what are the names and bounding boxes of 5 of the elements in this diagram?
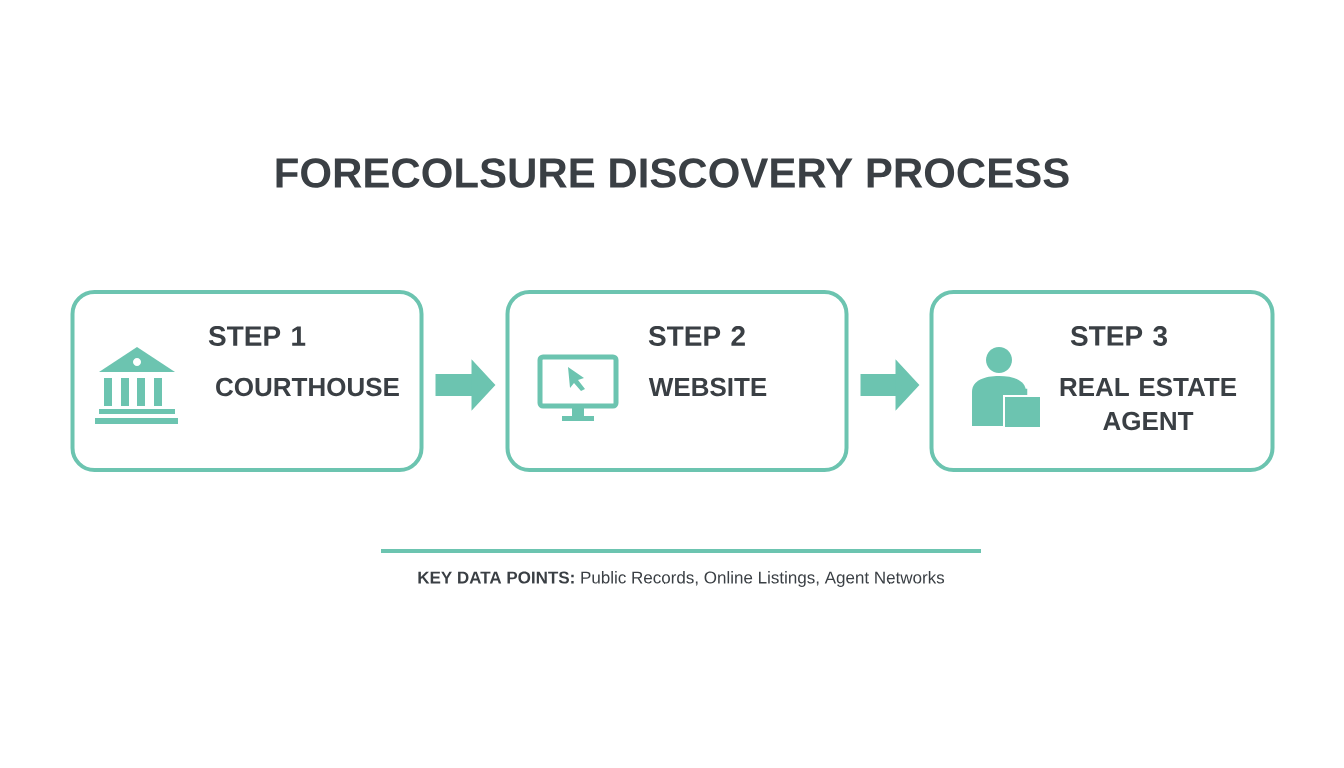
process-box: STEP 2 WEBSITE <box>505 290 849 472</box>
title: FORECOLSURE DISCOVERY PROCESS <box>276 158 1069 188</box>
note: KEY DATA POINTS: Public Records, Online Listings, Agent Networks <box>418 571 945 587</box>
process-box: STEP 1 COURTHOUSE <box>70 290 424 472</box>
process-box: STEP 3 REAL ESTATE AGENT <box>929 290 1275 472</box>
